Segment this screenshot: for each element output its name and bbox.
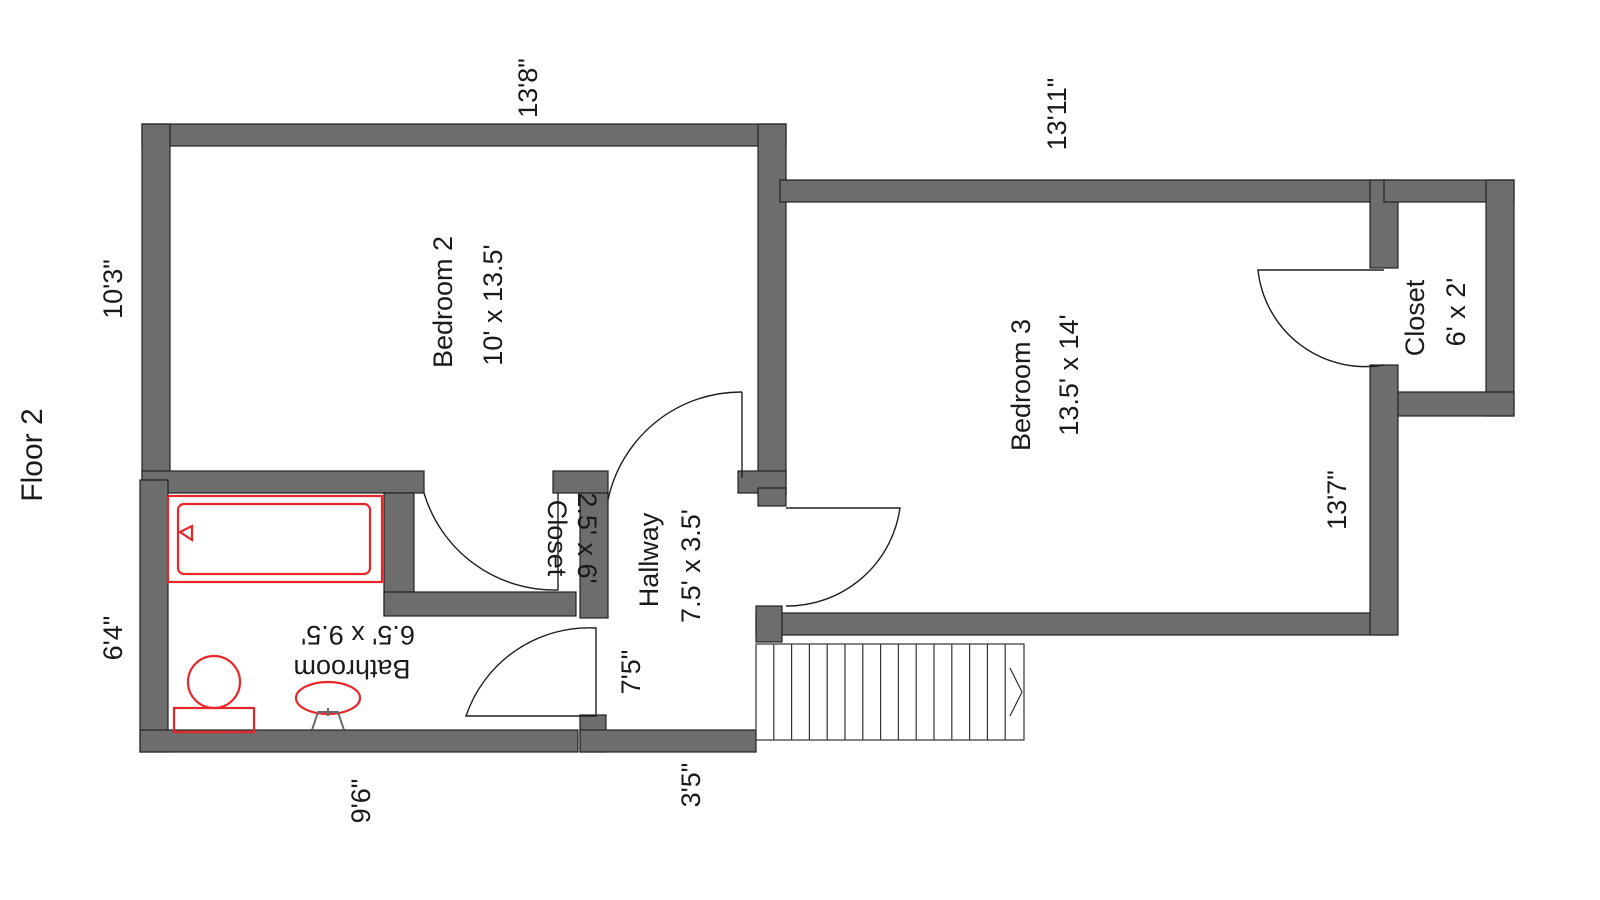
dim-bottom-mid: 3'5" [676,763,706,808]
room-size-closet-right: 6' x 2' [1441,278,1471,347]
dim-hall-inner: 7'5" [616,650,646,695]
wall-closet-bottom [383,591,577,617]
wall-hall-right-jamb [757,487,787,507]
bathroom-fixtures [166,494,384,734]
room-name-hallway: Hallway [634,512,664,607]
wall-bedroom3-door-jamb [755,605,783,643]
dim-top-right: 13'11" [1042,78,1072,151]
wall-hall-bottom [579,729,757,753]
room-size-bedroom2: 10' x 13.5' [478,244,508,365]
bathtub-inner [176,502,372,576]
sink-faucet [311,708,345,731]
stairs [755,643,1025,741]
door-closet-small [423,492,559,591]
dim-right-inner: 13'7" [1322,470,1352,530]
bathtub-drain [177,524,194,543]
toilet-bowl [186,654,242,710]
stair-treads [773,644,1006,740]
dim-left-upper: 10'3" [98,259,128,319]
wall-bedroom2-top [141,123,787,147]
wall-bedroom3-right-lower [1369,364,1399,636]
dim-top-left: 13'8" [513,58,543,118]
walls [139,123,1515,753]
bathtub [166,494,384,584]
room-name-bathroom: Bathroom [293,654,410,684]
room-size-closet-small: 2.5' x 6' [572,492,602,583]
wall-closet2-right [1485,179,1515,417]
wall-bedroom2-bottom-left [141,470,425,494]
door-bathroom [465,627,597,717]
wall-bathroom-bottom [139,729,579,753]
door-bedroom2 [607,391,743,501]
room-size-bedroom3: 13.5' x 14' [1054,314,1084,435]
stairs-arrow [1009,667,1023,717]
doors [423,269,1385,717]
door-closet-right [1257,269,1385,368]
wall-bathroom-left [139,479,169,753]
wall-bedroom3-bottom [755,612,1397,636]
wall-bedroom2-left [141,123,171,490]
room-size-bathroom: 6.5' x 9.5' [301,620,415,650]
dim-bottom-left: 9'6" [346,779,376,824]
room-size-hallway: 7.5' x 3.5' [676,509,706,623]
room-name-closet-right: Closet [1400,279,1430,356]
floor-label: Floor 2 [16,408,49,501]
wall-bedroom3-top [779,179,1389,203]
door-bedroom3 [785,507,901,607]
room-labels: Bedroom 2 10' x 13.5' Bedroom 3 13.5' x … [293,236,1471,684]
stairs-outline [755,643,1025,741]
room-name-closet-small: Closet [542,500,572,577]
room-name-bedroom3: Bedroom 3 [1006,319,1036,451]
toilet-tank [172,706,256,734]
room-name-bedroom2: Bedroom 2 [428,236,458,368]
dimension-labels: 13'8" 13'11" 10'3" 6'4" 9'6" 3'5" 7'5" 1… [98,58,1352,823]
wall-closet-right [579,492,609,619]
dim-left-lower: 6'4" [98,616,128,661]
wall-bedroom2-bottom-right [552,470,609,494]
wall-closet2-bottom [1397,391,1515,417]
